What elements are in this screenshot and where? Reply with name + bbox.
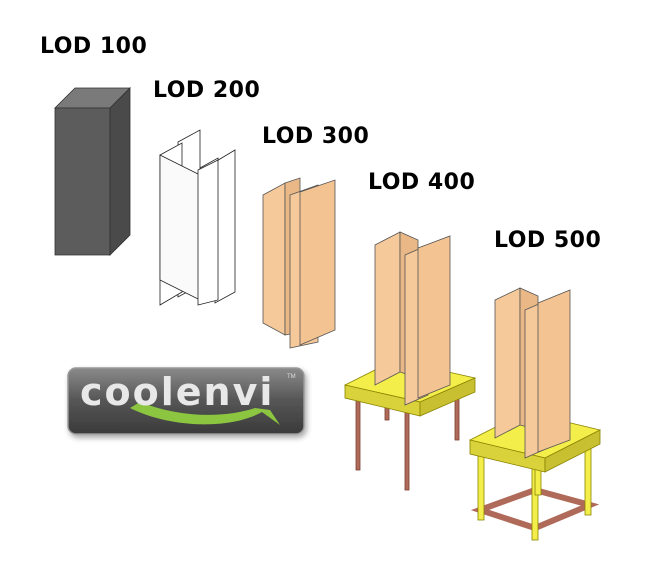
label-lod-300: LOD 300 xyxy=(262,124,370,149)
label-lod-200: LOD 200 xyxy=(153,78,261,103)
logo-text: coolenvi xyxy=(80,370,275,414)
lod-100-column xyxy=(54,87,131,256)
lod-500-column xyxy=(468,287,602,541)
lod-300-column xyxy=(262,177,336,349)
label-lod-400: LOD 400 xyxy=(368,170,476,195)
coolenvi-logo xyxy=(67,367,305,435)
lod-400-column xyxy=(343,231,477,491)
label-lod-100: LOD 100 xyxy=(40,34,148,59)
label-lod-500: LOD 500 xyxy=(494,228,602,253)
lod-200-column xyxy=(159,129,236,306)
logo-trademark: TM xyxy=(287,374,296,380)
